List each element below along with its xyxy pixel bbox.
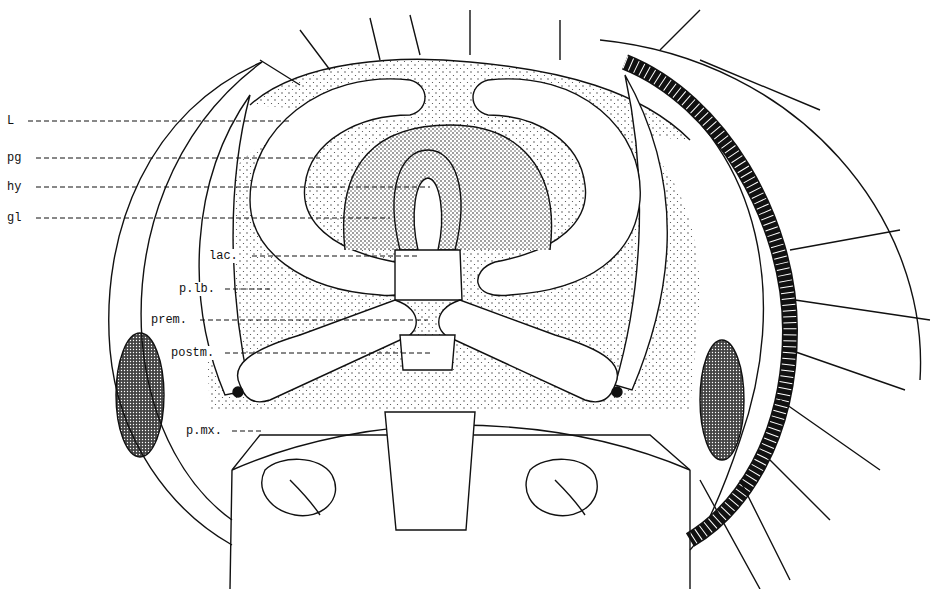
part-label: prem. xyxy=(150,313,188,327)
part-label: p.lb. xyxy=(178,282,216,296)
part-label: postm. xyxy=(170,346,215,360)
part-label: gl xyxy=(6,211,22,225)
part-label: hy xyxy=(6,180,22,194)
part-label: p.mx. xyxy=(185,424,223,438)
part-label: L xyxy=(6,114,15,128)
part-label: pg xyxy=(6,151,22,165)
part-label: lac. xyxy=(208,249,239,263)
